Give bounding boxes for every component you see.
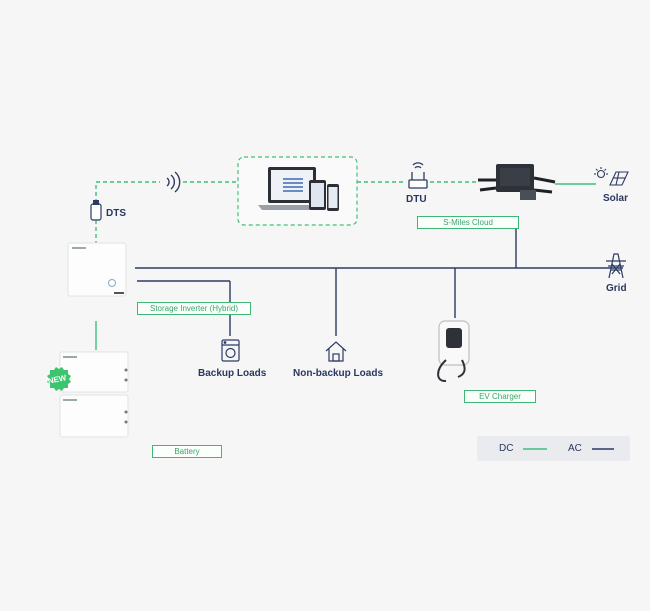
- new-badge-icon: [47, 367, 71, 391]
- house-icon: [325, 341, 347, 362]
- solar-panel-icon: [594, 167, 629, 186]
- battery-device: [59, 351, 129, 438]
- wifi-signal-icon: [166, 171, 181, 193]
- grid-pylon-icon: [606, 253, 626, 279]
- ev-charger-tag: EV Charger: [464, 390, 536, 403]
- battery-tag: Battery: [152, 445, 222, 458]
- tablet-icon: [309, 180, 326, 210]
- legend-dc-swatch: [523, 448, 547, 450]
- washing-machine-icon: [221, 339, 240, 362]
- dtu-router-icon: [408, 162, 428, 189]
- storage-inverter-device: [67, 242, 127, 297]
- solar-label: Solar: [603, 193, 629, 204]
- microinverter-icon: [478, 164, 556, 200]
- phone-icon: [327, 184, 339, 211]
- grid-label: Grid: [606, 283, 627, 294]
- dts-label: DTS: [106, 208, 126, 219]
- legend-ac-label: AC: [568, 443, 582, 454]
- backup-loads-label: Backup Loads: [198, 368, 267, 379]
- line-type-legend: DC AC: [477, 436, 630, 461]
- ev-charger-icon: [437, 320, 470, 383]
- legend-dc-label: DC: [499, 443, 514, 454]
- legend-ac-swatch: [592, 448, 614, 450]
- dtu-label: DTU: [406, 194, 427, 205]
- new-badge-text: NEW: [47, 373, 68, 386]
- nonbackup-loads-label: Non-backup Loads: [293, 368, 384, 379]
- laptop-icon: [258, 167, 326, 210]
- cloud-tag: S-Miles Cloud: [417, 216, 519, 229]
- storage-inverter-tag: Storage Inverter (Hybrid): [137, 302, 251, 315]
- dc-wiring: [95, 181, 596, 350]
- dts-usb-icon: [90, 200, 102, 221]
- ac-wiring: [135, 226, 623, 336]
